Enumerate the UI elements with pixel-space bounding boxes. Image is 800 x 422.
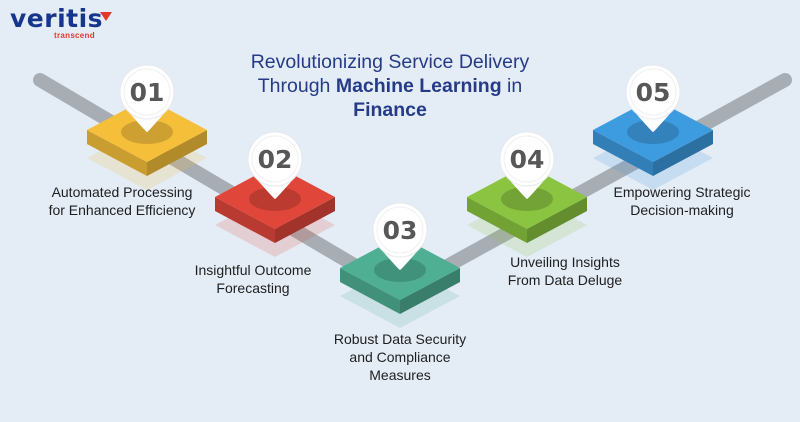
- step-tile-5: 05: [593, 64, 713, 190]
- step-number-2: 02: [258, 145, 293, 174]
- step-number-5: 05: [636, 78, 671, 107]
- title-part1: Revolutionizing Service Delivery Through: [250, 51, 530, 97]
- pin-marker: [625, 64, 681, 120]
- step-label-4: Unveiling Insights From Data Deluge: [507, 254, 623, 288]
- title-part3: in: [501, 75, 523, 97]
- tile-side-right: [147, 130, 207, 176]
- step-tile-2: 02: [215, 131, 335, 257]
- pin-inner-ring: [376, 206, 424, 254]
- pin-marker: [499, 131, 555, 187]
- tile-side-left: [593, 130, 653, 176]
- pin-inner-ring: [251, 135, 299, 183]
- step-tile-3: 03: [340, 202, 460, 328]
- pin-marker: [372, 202, 428, 258]
- brand-name: veritis: [10, 4, 104, 33]
- tile-side-right: [275, 197, 335, 243]
- step-tile-1: 01: [87, 64, 207, 190]
- tile-side-right: [527, 197, 587, 243]
- pin-inner-ring: [123, 68, 171, 116]
- step-label-1: Automated Processing for Enhanced Effici…: [48, 184, 196, 218]
- tile-side-right: [400, 268, 460, 314]
- pin-inner-ring: [629, 68, 677, 116]
- pin-marker: [119, 64, 175, 120]
- pin-inner-ring: [503, 135, 551, 183]
- tile-side-right: [653, 130, 713, 176]
- step-number-4: 04: [510, 145, 545, 174]
- step-number-3: 03: [383, 216, 418, 245]
- step-number-1: 01: [130, 78, 165, 107]
- step-label-3: Robust Data Security and Compliance Meas…: [333, 331, 467, 383]
- brand-logo: veritis transcend: [10, 4, 112, 40]
- title-part4: Finance: [353, 99, 427, 121]
- title-part2: Machine Learning: [335, 75, 502, 97]
- logo-chevron-icon: [100, 12, 112, 21]
- step-label-2: Insightful Outcome Forecasting: [194, 262, 312, 296]
- tile-side-left: [467, 197, 527, 243]
- brand-tagline: transcend: [54, 31, 95, 40]
- page-title: Revolutionizing Service Delivery Through…: [240, 50, 540, 122]
- pin-marker: [247, 131, 303, 187]
- tile-side-left: [87, 130, 147, 176]
- tile-side-left: [340, 268, 400, 314]
- step-label-5: Empowering Strategic Decision-making: [613, 184, 751, 218]
- step-tile-4: 04: [467, 131, 587, 257]
- tile-side-left: [215, 197, 275, 243]
